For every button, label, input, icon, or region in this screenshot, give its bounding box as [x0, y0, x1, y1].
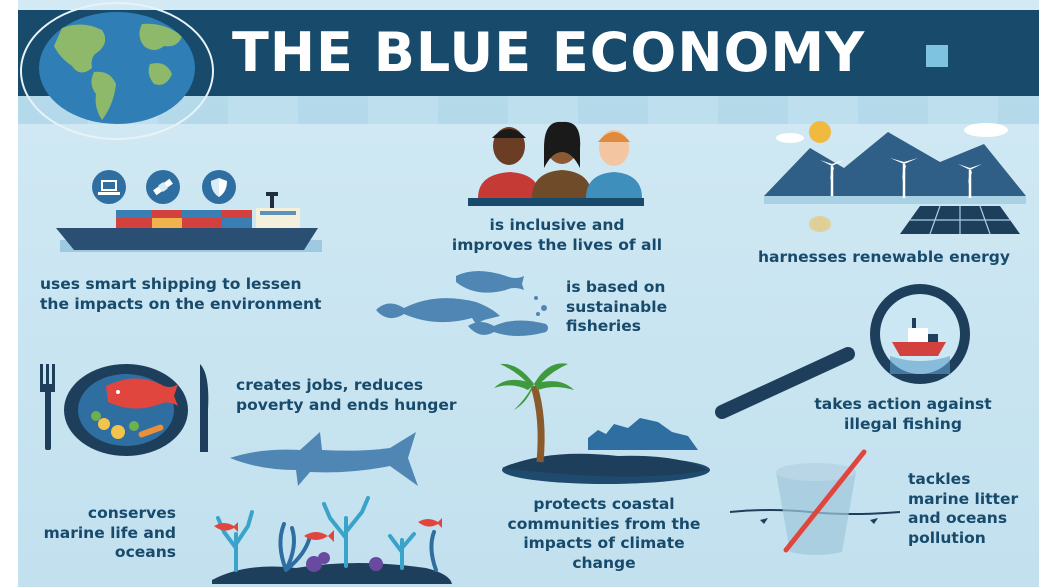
coastal-caption: protects coastal communities from the im… — [488, 495, 720, 573]
caption-line: is inclusive and — [489, 216, 625, 234]
conserves-caption: conserves marine life and oceans — [34, 504, 176, 563]
caption-line: pollution — [908, 528, 986, 547]
shield-icon — [202, 170, 236, 204]
plastic-cup-icon — [729, 449, 901, 555]
solar-panel-icon — [900, 205, 1020, 235]
satellite-icon — [146, 170, 180, 204]
fish-icon — [376, 271, 548, 336]
caption-line: creates jobs, reduces — [236, 376, 424, 394]
people-icon — [468, 121, 644, 206]
caption-line: is based on — [566, 278, 666, 296]
page-title: THE BLUE ECONOMY — [232, 21, 866, 84]
cargo-ship-icon — [56, 192, 322, 252]
fork-icon — [40, 364, 55, 450]
caption-line: impacts of climate — [523, 534, 685, 552]
magnifying-glass-icon — [715, 284, 970, 419]
caption-line: uses smart shipping to lessen — [40, 275, 302, 293]
caption-line: takes action against — [814, 395, 992, 413]
illegal-fishing-caption: takes action against illegal fishing — [810, 395, 996, 434]
caption-line: fisheries — [566, 317, 641, 335]
fisheries-caption: is based on sustainable fisheries — [566, 278, 667, 337]
coral-reef-icon — [212, 496, 452, 584]
caption-line: marine litter — [908, 489, 1019, 508]
knife-icon — [200, 364, 209, 452]
shipping-caption: uses smart shipping to lessen the impact… — [40, 275, 321, 314]
caption-line: illegal fishing — [844, 414, 962, 433]
caption-line: marine life and — [43, 523, 176, 542]
jobs-caption: creates jobs, reduces poverty and ends h… — [236, 376, 457, 415]
palm-island-icon — [494, 363, 710, 484]
caption-line: oceans — [114, 543, 176, 561]
caption-line: the impacts on the environment — [40, 294, 322, 313]
litter-caption: tackles marine litter and oceans polluti… — [908, 470, 1018, 548]
caption-line: sustainable — [566, 297, 668, 316]
caption-line: improves the lives of all — [451, 235, 663, 254]
wind-turbine-icon — [764, 121, 1026, 232]
shark-icon — [230, 432, 418, 486]
renewable-caption: harnesses renewable energy — [758, 248, 1010, 268]
caption-line: protects coastal — [533, 495, 675, 513]
plate-icon — [64, 364, 188, 456]
caption-line: and oceans — [908, 509, 1008, 527]
globe-icon — [39, 12, 195, 124]
caption-line: communities from the — [507, 514, 701, 533]
caption-line: conserves — [87, 504, 176, 522]
title-square — [926, 45, 948, 67]
globe-ring — [20, 2, 214, 140]
caption-line: harnesses renewable energy — [758, 248, 1010, 266]
caption-line: poverty and ends hunger — [236, 395, 457, 414]
laptop-icon — [92, 170, 126, 204]
caption-line: change — [572, 553, 636, 572]
inclusive-caption: is inclusive and improves the lives of a… — [428, 216, 686, 255]
caption-line: tackles — [908, 470, 971, 488]
